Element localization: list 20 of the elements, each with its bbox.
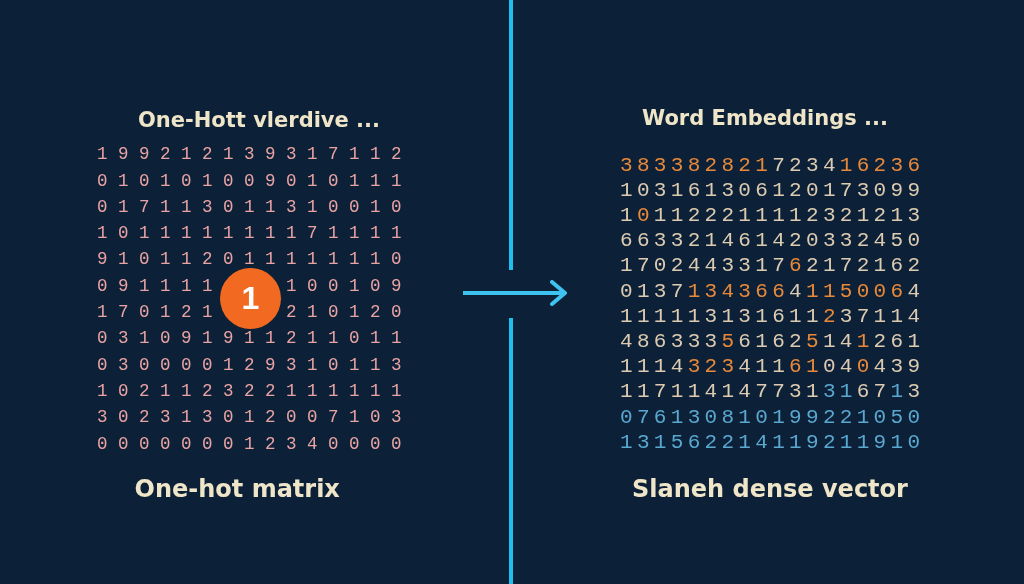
matrix-row: 1 0 1 1 1 1 1 1 1 1 7 1 1 1 1	[97, 225, 402, 243]
matrix-row: 0 3 1 0 9 1 9 1 1 2 1 1 0 1 1	[97, 330, 402, 348]
matrix-row: 0 1 0 1 0 1 0 0 9 0 1 0 1 1 1	[97, 172, 402, 191]
matrix-row: 0 1 7 1 1 3 0 1 1 3 1 0 0 1 0	[97, 198, 402, 217]
matrix-row: 0 9 1 1 1 1	[97, 277, 213, 296]
matrix-row: 1 9 9 2 1 2 1 3 9 3 1 7 1 1 2	[97, 146, 402, 164]
matrix-row: 0 3 0 0 0 0 1 2 9 3 1 0 1 1 3	[97, 356, 402, 375]
matrix-row: 3 0 2 3 1 3 0 1 2 0 0 7 1 0 3	[97, 409, 402, 427]
matrix-row: 9 1 0 1 1 2 0 1 1 1 1 1 1 1 0	[97, 251, 402, 269]
matrix-row: 1 0 2 1 1 2 3 2 2 1 1 1 1 1 1	[97, 382, 402, 401]
number-badge: 1	[220, 268, 281, 329]
matrix-caption: One-hot matrix	[134, 476, 340, 504]
matrix-row: 2 1 0 1 2 0	[286, 304, 402, 322]
matrix-row: 0 0 0 0 0 0 0 1 2 3 4 0 0 0 0	[97, 435, 402, 454]
matrix-caption: Slaneh dense vector	[632, 476, 908, 504]
matrix-row: 1 7 0 1 2 1	[97, 304, 213, 322]
panel-heading: Word Embeddings ...	[642, 106, 889, 131]
matrix-row: 1 0 0 1 0 9	[286, 277, 402, 296]
panel-heading: One-Hott vlerdive ...	[138, 108, 381, 133]
arrow	[463, 280, 567, 306]
